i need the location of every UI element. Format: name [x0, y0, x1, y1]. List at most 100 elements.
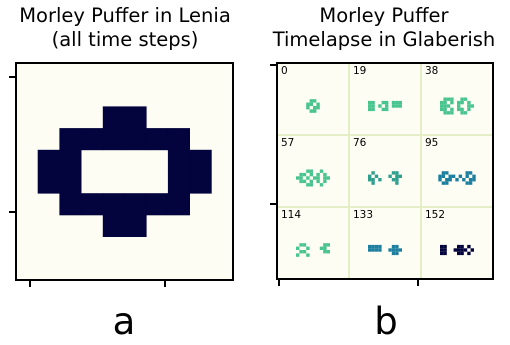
glaberish-cell	[440, 244, 444, 249]
lenia-cell	[102, 193, 125, 216]
glaberish-cell	[391, 244, 396, 249]
glaberish-cell	[385, 100, 389, 105]
glaberish-cell	[381, 107, 385, 112]
glaberish-cell	[391, 171, 396, 175]
glaberish-cell	[450, 111, 454, 115]
glaberish-cell	[319, 169, 324, 173]
glaberish-cell	[306, 102, 310, 106]
glaberish-cell	[374, 244, 379, 249]
glaberish-cell	[299, 179, 303, 184]
glaberish-cell	[453, 248, 457, 252]
glaberish-cell	[467, 104, 471, 108]
glaberish-cell	[395, 174, 399, 178]
panel-a-plot	[9, 62, 234, 287]
lenia-cell	[37, 171, 60, 194]
glaberish-cell	[395, 178, 399, 182]
glaberish-cell	[445, 181, 449, 185]
glaberish-cell	[368, 178, 372, 182]
lenia-cell	[146, 193, 169, 216]
glaberish-cell	[309, 172, 313, 177]
glaberish-cell	[450, 107, 454, 112]
glaberish-cell	[443, 244, 447, 249]
lenia-cell	[124, 214, 147, 237]
glaberish-cell	[443, 251, 447, 256]
glaberish-cell	[395, 100, 399, 105]
frame-step-label: 38	[425, 65, 438, 77]
glaberish-cell	[467, 251, 471, 256]
glaberish-cell	[316, 106, 320, 110]
glaberish-cell	[443, 248, 447, 252]
glaberish-cell	[309, 99, 313, 103]
glaberish-cell	[319, 183, 324, 187]
glaberish-cell	[457, 100, 461, 105]
glaberish-cell	[391, 104, 396, 108]
glaberish-cell	[465, 174, 469, 178]
glaberish-cell	[446, 97, 451, 101]
glaberish-cell	[378, 244, 382, 249]
glaberish-cell	[371, 248, 375, 252]
glaberish-cell	[316, 172, 320, 177]
glaberish-cell	[319, 246, 324, 250]
glaberish-cell	[368, 104, 372, 108]
glaberish-cell	[302, 179, 307, 184]
panel-a-frame	[15, 62, 234, 281]
glaberish-cell	[309, 109, 313, 113]
glaberish-cell	[371, 107, 375, 112]
glaberish-cell	[460, 100, 464, 105]
glaberish-cell	[313, 109, 317, 113]
lenia-cell	[81, 128, 104, 151]
panel-b-grid-lines	[277, 63, 493, 279]
glaberish-cell	[374, 248, 379, 252]
glaberish-cell	[463, 111, 468, 115]
glaberish-cell	[443, 111, 447, 115]
glaberish-cell	[398, 100, 402, 105]
panel-b-frame	[276, 62, 494, 280]
lenia-cell	[59, 128, 82, 151]
glaberish-cell	[462, 178, 466, 182]
glaberish-cell	[445, 178, 449, 182]
glaberish-cell	[299, 176, 303, 180]
glaberish-cell	[296, 176, 300, 180]
glaberish-cell	[395, 104, 399, 108]
lenia-cell	[124, 106, 147, 129]
glaberish-cell	[460, 97, 464, 101]
glaberish-cell	[306, 176, 310, 180]
panel-b-title-line2: Timelapse in Glaberish	[272, 28, 496, 51]
glaberish-cell	[323, 250, 327, 254]
glaberish-cell	[368, 248, 372, 252]
glaberish-cell	[309, 169, 313, 173]
glaberish-cell	[371, 178, 375, 182]
glaberish-cell	[371, 171, 375, 175]
glaberish-cell	[306, 106, 310, 110]
glaberish-cell	[443, 100, 447, 105]
glaberish-cell	[460, 111, 464, 115]
lenia-cell	[167, 128, 190, 151]
glaberish-cell	[385, 104, 389, 108]
glaberish-cell	[302, 243, 307, 247]
frame-step-label: 57	[281, 137, 294, 149]
glaberish-cell	[441, 174, 446, 178]
glaberish-cell	[448, 178, 452, 182]
glaberish-cell	[457, 251, 461, 256]
glaberish-cell	[450, 97, 454, 101]
glaberish-cell	[313, 176, 317, 180]
glaberish-cell	[388, 248, 392, 252]
glaberish-cell	[323, 246, 327, 250]
glaberish-cell	[463, 97, 468, 101]
glaberish-cell	[326, 243, 330, 247]
glaberish-cell	[302, 250, 307, 254]
glaberish-cell	[395, 248, 399, 252]
frame-step-label: 76	[353, 137, 367, 149]
glaberish-cell	[313, 99, 317, 103]
glaberish-cell	[438, 178, 442, 182]
glaberish-cell	[438, 174, 442, 178]
glaberish-cell	[455, 178, 459, 182]
glaberish-cell	[457, 248, 461, 252]
glaberish-cell	[391, 248, 396, 252]
glaberish-cell	[443, 104, 447, 108]
panel-b-title-line1: Morley Puffer	[319, 4, 449, 27]
lenia-cell	[167, 149, 190, 172]
glaberish-cell	[296, 246, 300, 250]
glaberish-cell	[440, 251, 444, 256]
glaberish-cell	[368, 107, 372, 112]
